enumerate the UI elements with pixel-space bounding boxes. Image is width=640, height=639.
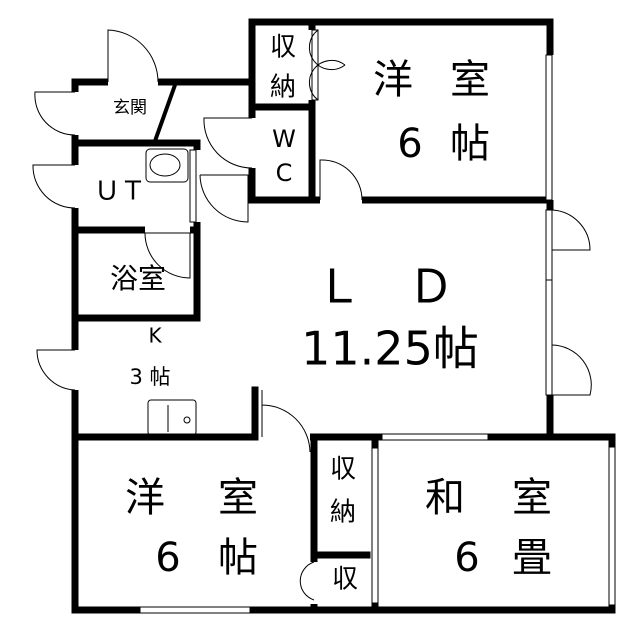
kitchen-sink: [147, 399, 197, 436]
fixtures: [145, 84, 197, 436]
bath-label: 浴室: [110, 262, 166, 295]
western-bottom-size-unit: 帖: [218, 535, 258, 581]
windows: [139, 29, 616, 614]
wash-basin: [145, 148, 189, 183]
western-top-type-2: 室: [450, 57, 490, 103]
kitchen-size: 3 帖: [129, 365, 170, 389]
wc-label-2: C: [276, 159, 293, 187]
ld-size: 11.25帖: [301, 322, 479, 376]
sliding-door-storage-top: [311, 29, 319, 101]
storage-small-label: 収: [332, 565, 358, 595]
utility-label: ＵＴ: [94, 177, 146, 207]
storage-bottom-label-2: 納: [330, 498, 356, 528]
kitchen-label: K: [148, 324, 162, 348]
japanese-size-num: 6: [454, 535, 479, 581]
japanese-type-1: 和: [425, 475, 465, 521]
western-bottom-size-num: 6: [155, 535, 180, 581]
wc-label-1: W: [272, 125, 296, 153]
japanese-size-unit: 畳: [512, 535, 552, 581]
western-top-size-unit: 帖: [450, 121, 490, 167]
ld-label: Ｌ Ｄ: [316, 260, 454, 314]
window-ld: [545, 209, 553, 281]
walls: [71, 18, 616, 614]
storage-top-label-1: 収: [270, 33, 296, 63]
western-top-size-num: 6: [397, 121, 422, 167]
sliding-door-japanese: [381, 433, 489, 441]
western-bottom-type-2: 室: [218, 475, 258, 521]
window-ld-2: [545, 279, 553, 396]
doors: [32, 29, 592, 601]
window-western-top: [545, 54, 553, 201]
storage-bottom-label-1: 収: [330, 455, 356, 485]
western-bottom-type-1: 洋: [125, 475, 165, 521]
western-top-type-1: 洋: [373, 57, 413, 103]
sliding-door-storage: [371, 447, 379, 604]
window-japanese: [608, 446, 616, 606]
entrance-label: 玄関: [113, 98, 147, 118]
japanese-type-2: 室: [512, 475, 552, 521]
storage-top-label-2: 納: [270, 73, 296, 103]
sliding-door-ut: [189, 149, 197, 223]
window-western-bottom: [139, 606, 251, 614]
